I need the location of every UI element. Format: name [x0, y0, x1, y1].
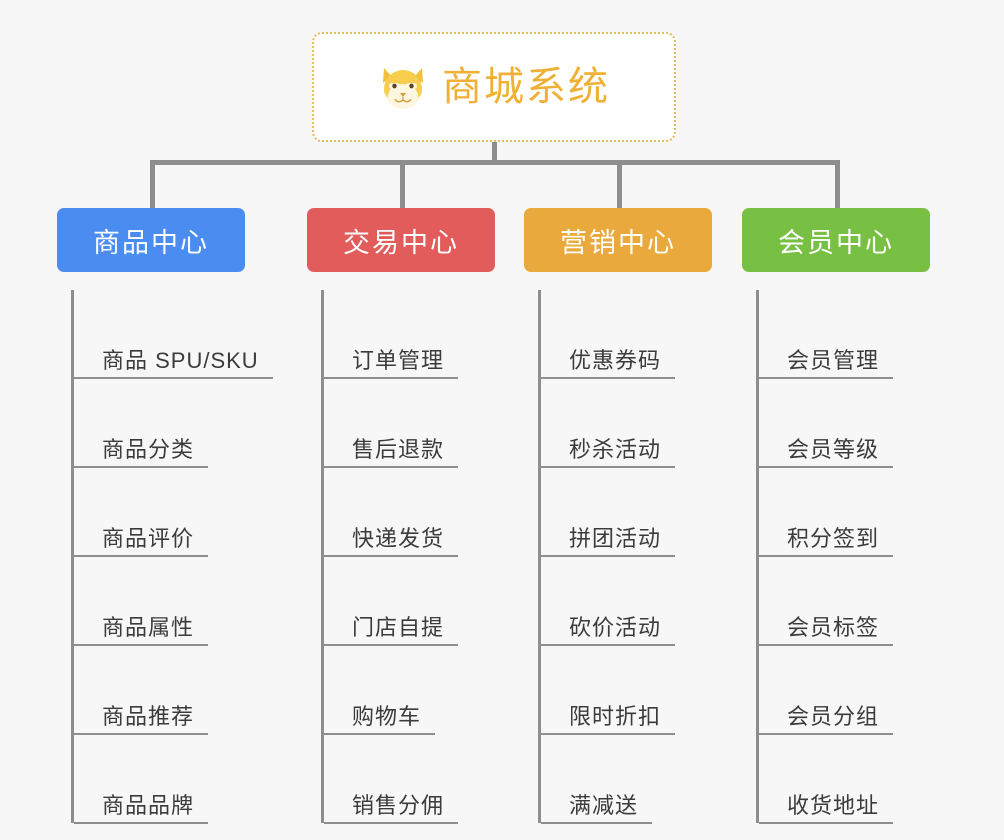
branch-column-marketing-center: 营销中心 优惠券码 秒杀活动 拼团活动 砍价活动 限时折扣 满减送: [524, 208, 724, 824]
leaf-label: 积分签到: [787, 525, 880, 551]
leaf-label: 商品属性: [102, 614, 195, 640]
category-box-trade-center[interactable]: 交易中心: [307, 208, 495, 272]
shiba-dog-face-icon: [378, 64, 428, 110]
leaf-label: 门店自提: [352, 614, 445, 640]
list-item[interactable]: 秒杀活动: [541, 379, 724, 468]
leaf-label: 限时折扣: [569, 703, 662, 729]
list-item[interactable]: 快递发货: [324, 468, 507, 557]
category-box-member-center[interactable]: 会员中心: [742, 208, 930, 272]
leaf-label: 快递发货: [352, 525, 445, 551]
list-item[interactable]: 会员等级: [759, 379, 942, 468]
connector-root-stem: [492, 142, 497, 164]
leaf-label: 砍价活动: [569, 614, 662, 640]
leaf-label: 商品 SPU/SKU: [102, 347, 259, 373]
list-item[interactable]: 门店自提: [324, 557, 507, 646]
list-item[interactable]: 满减送: [541, 735, 724, 824]
leaf-list-marketing-center: 优惠券码 秒杀活动 拼团活动 砍价活动 限时折扣 满减送: [538, 290, 724, 824]
list-item[interactable]: 商品评价: [74, 468, 257, 557]
root-node-shopping-mall-system[interactable]: 商城系统: [312, 32, 676, 142]
list-item[interactable]: 会员分组: [759, 646, 942, 735]
leaf-label: 会员等级: [787, 436, 880, 462]
leaf-list-product-center: 商品 SPU/SKU 商品分类 商品评价 商品属性 商品推荐 商品品牌: [71, 290, 273, 824]
list-item[interactable]: 商品品牌: [74, 735, 257, 824]
leaf-label: 满减送: [569, 792, 639, 818]
branch-column-trade-center: 交易中心 订单管理 售后退款 快递发货 门店自提 购物车 销售分佣: [307, 208, 507, 824]
list-item[interactable]: 购物车: [324, 646, 507, 735]
leaf-list-member-center: 会员管理 会员等级 积分签到 会员标签 会员分组 收货地址: [756, 290, 942, 824]
branch-column-member-center: 会员中心 会员管理 会员等级 积分签到 会员标签 会员分组 收货地址: [742, 208, 942, 824]
leaf-label: 优惠券码: [569, 347, 662, 373]
connector-trunk-marketing-center: [538, 290, 541, 823]
connector-horizontal-bus: [150, 160, 840, 165]
leaf-label: 订单管理: [352, 347, 445, 373]
leaf-label: 会员分组: [787, 703, 880, 729]
list-item[interactable]: 商品属性: [74, 557, 257, 646]
list-item[interactable]: 商品 SPU/SKU: [74, 290, 273, 379]
leaf-label: 商品分类: [102, 436, 195, 462]
leaf-label: 商品品牌: [102, 792, 195, 818]
list-item[interactable]: 商品推荐: [74, 646, 257, 735]
category-label: 会员中心: [778, 227, 894, 258]
list-item[interactable]: 销售分佣: [324, 735, 507, 824]
branch-column-product-center: 商品中心 商品 SPU/SKU 商品分类 商品评价 商品属性 商品推荐 商品品牌: [57, 208, 273, 824]
connector-trunk-product-center: [71, 290, 74, 823]
leaf-label: 商品推荐: [102, 703, 195, 729]
leaf-label: 售后退款: [352, 436, 445, 462]
category-box-product-center[interactable]: 商品中心: [57, 208, 245, 272]
leaf-label: 销售分佣: [352, 792, 445, 818]
connector-drop-4: [835, 160, 840, 208]
leaf-label: 秒杀活动: [569, 436, 662, 462]
connector-trunk-trade-center: [321, 290, 324, 823]
list-item[interactable]: 砍价活动: [541, 557, 724, 646]
connector-drop-1: [150, 160, 155, 208]
list-item[interactable]: 商品分类: [74, 379, 257, 468]
leaf-label: 会员管理: [787, 347, 880, 373]
list-item[interactable]: 订单管理: [324, 290, 507, 379]
connector-drop-3: [617, 160, 622, 208]
category-box-marketing-center[interactable]: 营销中心: [524, 208, 712, 272]
list-item[interactable]: 优惠券码: [541, 290, 724, 379]
connector-drop-2: [400, 160, 405, 208]
list-item[interactable]: 拼团活动: [541, 468, 724, 557]
list-item[interactable]: 限时折扣: [541, 646, 724, 735]
list-item[interactable]: 收货地址: [759, 735, 942, 824]
leaf-label: 拼团活动: [569, 525, 662, 551]
list-item[interactable]: 售后退款: [324, 379, 507, 468]
category-label: 营销中心: [560, 227, 676, 258]
list-item[interactable]: 会员标签: [759, 557, 942, 646]
leaf-list-trade-center: 订单管理 售后退款 快递发货 门店自提 购物车 销售分佣: [321, 290, 507, 824]
connector-trunk-member-center: [756, 290, 759, 823]
list-item[interactable]: 积分签到: [759, 468, 942, 557]
root-node-title: 商城系统: [442, 65, 610, 109]
category-label: 商品中心: [93, 227, 209, 258]
leaf-label: 收货地址: [787, 792, 880, 818]
leaf-label: 商品评价: [102, 525, 195, 551]
category-label: 交易中心: [343, 227, 459, 258]
leaf-label: 会员标签: [787, 614, 880, 640]
leaf-label: 购物车: [352, 703, 422, 729]
list-item[interactable]: 会员管理: [759, 290, 942, 379]
